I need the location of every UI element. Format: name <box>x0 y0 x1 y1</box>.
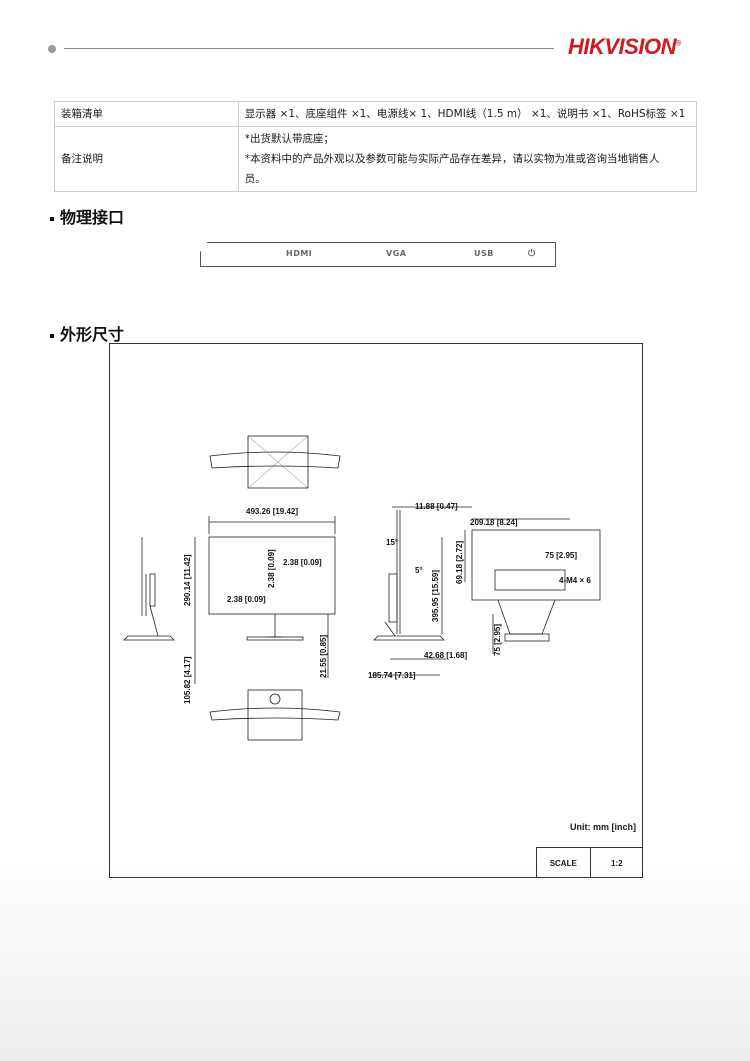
dim-tilt-front: 5° <box>415 566 423 575</box>
usb-port-label: USB <box>474 249 494 258</box>
top-view-body <box>209 451 341 469</box>
hdmi-port-label: HDMI <box>286 249 313 258</box>
table-row: 备注说明 *出货默认带底座； *本资料中的产品外观以及参数可能与实际产品存在差异… <box>54 126 698 192</box>
dim-screen-height: 290.14 [11.42] <box>183 554 192 606</box>
dim-side-height-total: 395.95 [15.59] <box>431 570 440 622</box>
header-rule <box>64 48 554 49</box>
dim-vesa-screws: 4-M4 × 6 <box>559 576 591 585</box>
front-view-base <box>246 636 304 641</box>
ports-panel <box>200 242 556 267</box>
table-value: *出货默认带底座； *本资料中的产品外观以及参数可能与实际产品存在差异，请以实物… <box>237 126 698 192</box>
dim-bezel-side: 2.38 [0.09] <box>283 558 322 567</box>
ports-panel-labels: HDMI VGA USB ⏻ <box>200 242 556 267</box>
dim-stand-height: 105.82 [4.17] <box>183 656 192 704</box>
dim-base-depth: 185.74 [7.31] <box>368 671 416 680</box>
dim-width: 493.26 [19.42] <box>246 507 298 516</box>
unit-label: Unit: mm [inch] <box>570 822 636 832</box>
front-view-screen <box>208 536 336 615</box>
page-background-fade <box>0 860 750 1061</box>
bottom-view-body <box>209 707 341 721</box>
top-view-stand <box>247 435 309 489</box>
back-view-screen <box>471 529 601 601</box>
package-info-table: 装箱清单 显示器 ×1、底座组件 ×1、电源线× 1、HDMI线（1.5 m） … <box>54 101 698 192</box>
table-value: 显示器 ×1、底座组件 ×1、电源线× 1、HDMI线（1.5 m） ×1、说明… <box>237 101 698 127</box>
table-key: 装箱清单 <box>54 101 239 127</box>
brand-logo: HIKVISION® <box>568 34 681 59</box>
dim-bottom-bezel: 21.55 [0.85] <box>319 635 328 678</box>
table-key: 备注说明 <box>54 126 239 192</box>
scale-value: 1:2 <box>610 858 623 868</box>
dim-tilt-back: 15° <box>386 538 398 547</box>
section-title-ports: 物理接口 <box>50 204 124 228</box>
vga-port-label: VGA <box>386 249 407 258</box>
dim-top-gap: 11.88 [0.47] <box>415 502 458 511</box>
dim-bezel-top: 2.38 [0.09] <box>267 549 276 588</box>
scale-label: SCALE <box>537 848 591 878</box>
header-dot <box>48 45 56 53</box>
dim-vesa-height: 75 [2.95] <box>493 624 502 656</box>
table-row: 装箱清单 显示器 ×1、底座组件 ×1、电源线× 1、HDMI线（1.5 m） … <box>54 101 698 127</box>
scale-box: SCALE 1:2 <box>536 847 643 878</box>
dim-depth-top: 209.18 [8.24] <box>470 518 518 527</box>
dim-side-height-1: 69.18 [2.72] <box>455 541 464 584</box>
section-title-dimensions: 外形尺寸 <box>50 321 124 345</box>
dim-base-offset: 42.68 [1.68] <box>424 651 467 660</box>
dimension-drawing: 493.26 [19.42] 11.88 [0.47] 209.18 [8.24… <box>109 343 643 878</box>
dim-bezel-left: 2.38 [0.09] <box>227 595 266 604</box>
dimension-drawing-svg: 493.26 [19.42] 11.88 [0.47] 209.18 [8.24… <box>123 435 601 741</box>
dim-vesa-width: 75 [2.95] <box>545 551 577 560</box>
power-port-icon: ⏻ <box>528 249 536 259</box>
